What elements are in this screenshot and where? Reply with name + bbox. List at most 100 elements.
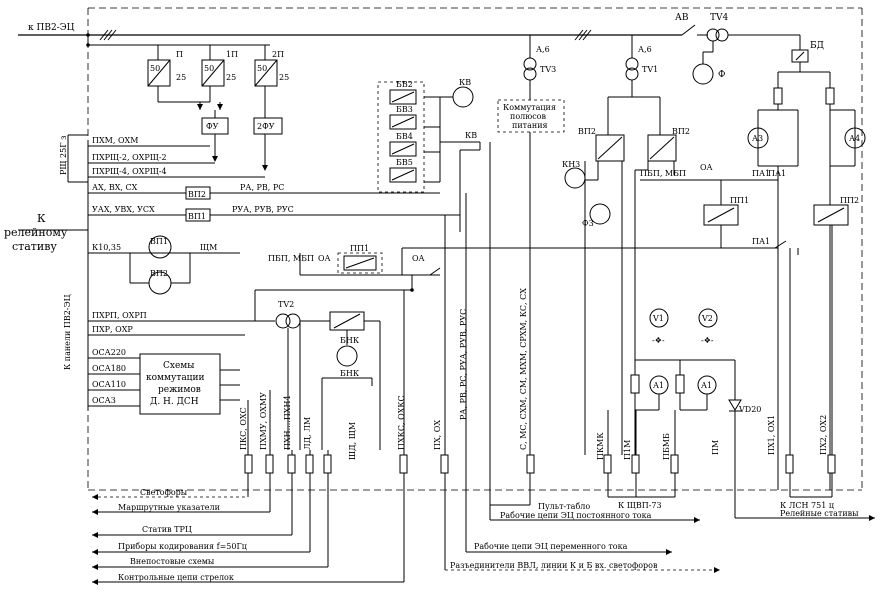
tv2-label: TV2 (278, 300, 294, 309)
oa1-label: ОА (318, 254, 331, 263)
vp1-circle-label: ВП1 (150, 237, 168, 246)
cable-label: К панели ПВ2-ЭЦ (63, 294, 72, 370)
bd-label: БД (810, 41, 824, 51)
oa-right-label: ОА (700, 163, 713, 172)
relay-3-num: 2П (272, 50, 284, 59)
out-k-ldn: К ЛСН 751 ц (780, 501, 834, 510)
out-relay-stativy: Релейные стативы (780, 509, 859, 518)
meter-area: V1 V2 -❖- -❖- А1 А1 VD20 (630, 308, 761, 518)
pbp-label: ПБП, МБП (268, 254, 314, 263)
f3-label: Ф3 (582, 219, 594, 228)
relay-bank: П 50 25 1П 50 25 2П 50 25 ФУ 2ФУ (88, 44, 289, 171)
rua-label: РУА, РУВ, РУС (232, 205, 294, 214)
lamp-1: -❖- (652, 336, 665, 345)
osa3-label: ОСА3 (92, 396, 116, 405)
vp2-left-label: ВП2 (188, 190, 206, 199)
relay-3-val2: 25 (279, 73, 289, 82)
kn3-label: КН3 (562, 160, 580, 169)
osa180-label: ОСА180 (92, 364, 126, 373)
relay-2-num: 1П (226, 50, 238, 59)
source-label: к ПВ2-ЭЦ (28, 23, 75, 33)
vl-phs: ПХ, ОХ (433, 420, 442, 450)
phrsh2-label: ПХРЩ-2, ОХРЩ-2 (92, 153, 167, 162)
bv4-label: БВ4 (396, 132, 413, 141)
out-svetofory: Светофоры (140, 488, 188, 497)
a1-right-label: А1 (701, 381, 712, 390)
vp2-circle-label: ВП2 (150, 269, 168, 278)
dc-area: А,6 TV3 Коммутация полюсов питания А,6 T… (497, 35, 859, 455)
relay-1-val: 50 (150, 64, 160, 73)
osa220-label: ОСА220 (92, 348, 126, 357)
relay-2-val2: 25 (226, 73, 236, 82)
tv3-label: TV3 (540, 65, 556, 74)
bv-stack: БВ2 БВ3 БВ4 БВ5 КВ КВ (377, 78, 481, 232)
phrsh4-label: ПХРЩ-4, ОХРЩ-4 (92, 167, 167, 176)
kommut-line-2: полюсов (510, 112, 546, 121)
bv3-label: БВ3 (396, 105, 413, 114)
a4-label: А4 (849, 134, 860, 143)
pa1-lower-label: ПА1 (752, 237, 770, 246)
out-pult: Пульт-табло (538, 502, 590, 511)
out-kontrol: Контрольные цепи стрелок (118, 573, 234, 582)
shm-label: ЩМ (200, 243, 217, 252)
left-side: РЩ 25Г з К панели ПВ2-ЭЦ К релейному ста… (4, 134, 460, 415)
pa1-right-label: ПА1 (752, 169, 770, 178)
bv5-label: БВ5 (396, 158, 413, 167)
bnk-1-label: БНК (340, 336, 360, 345)
osa110-label: ОСА110 (92, 380, 126, 389)
tv4-label: ТV4 (710, 13, 729, 23)
uah-label: УАХ, УВХ, УСХ (92, 205, 155, 214)
a6-1-label: А,6 (536, 45, 550, 54)
fu2-label: 2ФУ (257, 122, 275, 131)
a3-label: А3 (752, 134, 763, 143)
station-line-3: стативу (12, 240, 57, 253)
vertical-labels: ПКС, ОХС ПХМУ, ОХМУ ПХН....ПХН4 ЛД, ЛМ Ш… (239, 288, 828, 460)
kommut-line-1: Коммутация (503, 103, 556, 112)
phm-label: ПХМ, ОХМ (92, 136, 138, 145)
out-stativ: Статив ТРЦ (142, 525, 192, 534)
ah-label: АХ, ВХ, СХ (92, 183, 138, 192)
out-rab-post: Рабочие цепи ЭЦ постоянного тока (500, 511, 652, 520)
vl-phn: ПХН....ПХН4 (283, 395, 292, 450)
middle-area: ПБП, МБП ОА ПП1 ОА TV2 БНК БНК (254, 244, 760, 450)
vl-ph2: ПХ2, ОХ2 (819, 415, 828, 455)
kommut-line-3: питания (512, 121, 548, 130)
bottom-outputs: Светофоры Маршрутные указатели Статив ТР… (92, 400, 875, 585)
av-label: АВ (675, 13, 689, 23)
mode-line-2: коммутации (146, 373, 204, 383)
pp2-label: ПП2 (840, 196, 859, 205)
vl-p1m: П1М (623, 440, 632, 460)
v1-label: V1 (652, 314, 664, 323)
mode-line-4: Д. Н. ДСН (150, 397, 199, 407)
pbp-mbp-right-label: ПБП, МБП (640, 169, 686, 178)
a1-left-label: А1 (653, 381, 664, 390)
bnk-2-label: БНК (340, 369, 360, 378)
lamp-2: -❖- (701, 336, 714, 345)
relay-2-val: 50 (204, 64, 214, 73)
vl-phmu: ПХМУ, ОХМУ (259, 392, 268, 450)
out-k-shvp: К ЩВП-73 (618, 501, 662, 510)
pa1-top-label: ПА1 (768, 169, 786, 178)
station-line-2: релейному (4, 226, 68, 239)
rsh-label: РЩ 25Г з (59, 136, 68, 175)
v2-label: V2 (701, 314, 713, 323)
pp1-label: ПП1 (350, 244, 369, 253)
vl-pkmk: ПКМК (596, 432, 605, 460)
vl-rapb: РА, РВ, РС, РУА, РУВ, РУС (459, 309, 468, 420)
out-rab-per: Рабочие цепи ЭЦ переменного тока (474, 542, 628, 551)
kv-mid-label: КВ (465, 131, 477, 140)
vp1-left-label: ВП1 (188, 212, 206, 221)
tv1-label: TV1 (642, 65, 658, 74)
oa2-label: ОА (412, 254, 425, 263)
vl-ph1: ПХ1, ОХ1 (767, 415, 776, 455)
phrp-label: ПХРП, ОХРП (92, 311, 147, 320)
out-razed: Разъединители ВВЛ, линии К и Б вх. свето… (450, 561, 658, 570)
vl-cmc: С, МС, СХМ, СМ, МХМ, СРХМ, КС, СХ (519, 288, 528, 450)
vl-ldm: ЛД, ЛМ (303, 417, 312, 450)
vp-right-label: ВП2 (672, 127, 690, 136)
phr-label: ПХР, ОХР (92, 325, 133, 334)
relay-3-val: 50 (257, 64, 267, 73)
bv2-label: БВ2 (396, 80, 413, 89)
vd20-label: VD20 (738, 405, 761, 414)
